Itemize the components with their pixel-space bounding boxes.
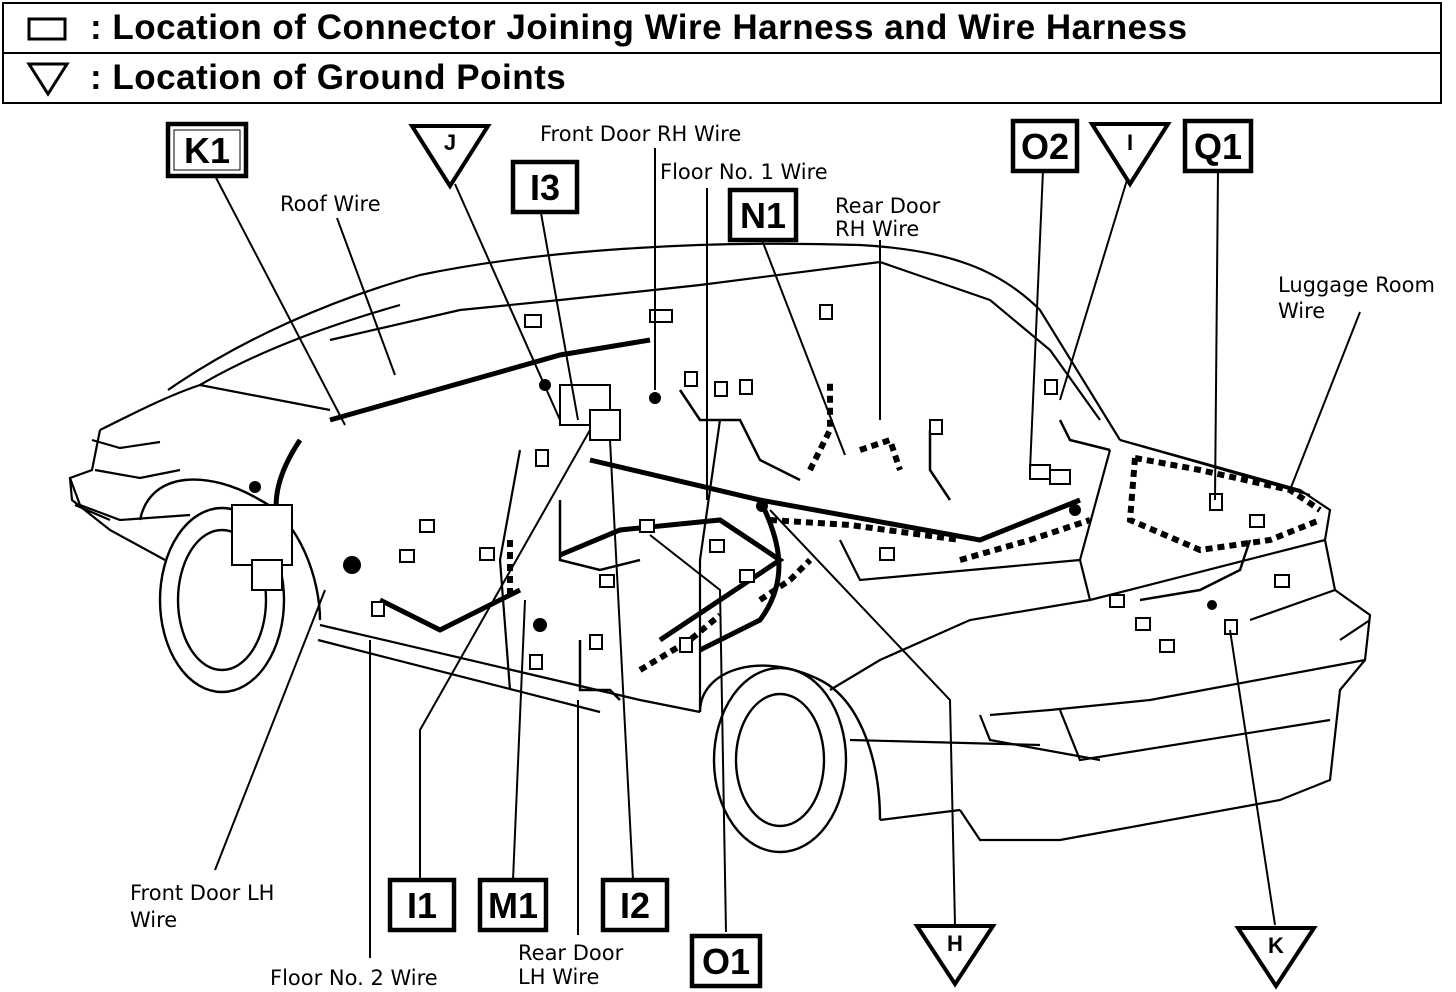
- legend-ground-text: : Location of Ground Points: [90, 58, 567, 97]
- legend-box: : Location of Connector Joining Wire Har…: [2, 2, 1442, 104]
- wire-label-floor-no1: Floor No. 1 Wire: [660, 160, 828, 184]
- connector-O1: O1: [689, 933, 763, 989]
- connector-I3-label: I3: [530, 167, 560, 208]
- leader-luggage: [1289, 311, 1361, 491]
- wire-label-rear-door-lh-1: Rear Door: [518, 941, 624, 965]
- wire-label-front-door-lh-1: Front Door LH: [130, 881, 274, 905]
- leader-Q1: [1214, 169, 1219, 501]
- wire-label-rear-door-rh-1: Rear Door: [835, 194, 941, 218]
- wire-label-floor-no2: Floor No. 2 Wire: [270, 966, 438, 990]
- connector-I2: I2: [600, 877, 670, 933]
- ground-K: K: [1234, 926, 1318, 990]
- connector-K1: K1: [165, 121, 249, 179]
- ground-H-label: H: [947, 931, 963, 956]
- legend-row-connector: : Location of Connector Joining Wire Har…: [4, 4, 1440, 54]
- ground-I: I: [1088, 122, 1172, 188]
- connector-I3: I3: [510, 159, 580, 215]
- connector-I2-label: I2: [620, 885, 650, 926]
- connector-Q1: Q1: [1182, 118, 1254, 174]
- connector-square-icon: [27, 17, 67, 41]
- leader-O2: [1029, 169, 1044, 471]
- ground-triangle-icon: [26, 62, 70, 97]
- connector-N1: N1: [727, 187, 799, 243]
- connector-K1-label: K1: [184, 130, 230, 171]
- wire-label-rear-door-rh-2: RH Wire: [835, 217, 919, 241]
- leader-front-door-lh: [214, 589, 326, 871]
- legend-connector-text: : Location of Connector Joining Wire Har…: [90, 8, 1188, 47]
- connector-cluster-dash: [231, 304, 1290, 670]
- wire-label-rear-door-lh-2: LH Wire: [518, 965, 599, 989]
- front-wheel: [138, 478, 322, 694]
- wire-label-roof: Roof Wire: [280, 192, 381, 216]
- connector-M1: M1: [477, 877, 549, 933]
- harness-main: [273, 337, 1081, 653]
- leader-J: [454, 183, 561, 421]
- wire-label-front-door-lh-2: Wire: [130, 908, 177, 932]
- leader-O1: [649, 534, 727, 933]
- wire-label-luggage-1: Luggage Room: [1278, 273, 1435, 297]
- leader-H: [769, 509, 956, 926]
- connector-I1-label: I1: [407, 885, 437, 926]
- leader-I1: [419, 429, 591, 880]
- leader-lines: [212, 148, 1361, 958]
- leader-I3: [540, 212, 579, 421]
- leader-K: [1229, 629, 1276, 926]
- connector-M1-label: M1: [488, 885, 538, 926]
- ground-H: H: [913, 924, 997, 988]
- leader-I2: [609, 439, 634, 881]
- ground-K-label: K: [1268, 933, 1284, 958]
- leader-I: [1059, 179, 1128, 401]
- leader-roof-wire: [336, 217, 396, 376]
- harness-thin: [558, 389, 1252, 701]
- leader-K1: [212, 171, 346, 426]
- connector-O1-label: O1: [702, 941, 750, 982]
- leader-M1: [512, 599, 526, 881]
- legend-row-ground: : Location of Ground Points: [4, 54, 1440, 102]
- connector-Q1-label: Q1: [1194, 126, 1242, 167]
- leader-N1: [761, 239, 846, 456]
- wire-label-luggage-2: Wire: [1278, 299, 1325, 323]
- harness-dashed: [507, 380, 1322, 673]
- connector-O2: O2: [1010, 118, 1080, 174]
- ground-J: J: [408, 124, 492, 190]
- car-body-outline: [68, 242, 1372, 842]
- ground-J-label: J: [444, 130, 456, 155]
- rear-wheel: [698, 664, 882, 854]
- connector-I1: I1: [387, 877, 457, 933]
- wire-label-front-door-rh: Front Door RH Wire: [540, 122, 741, 146]
- ground-bolt-marks: [249, 379, 1217, 632]
- ground-I-label: I: [1127, 130, 1133, 155]
- connector-O2-label: O2: [1021, 126, 1069, 167]
- connector-N1-label: N1: [740, 195, 786, 236]
